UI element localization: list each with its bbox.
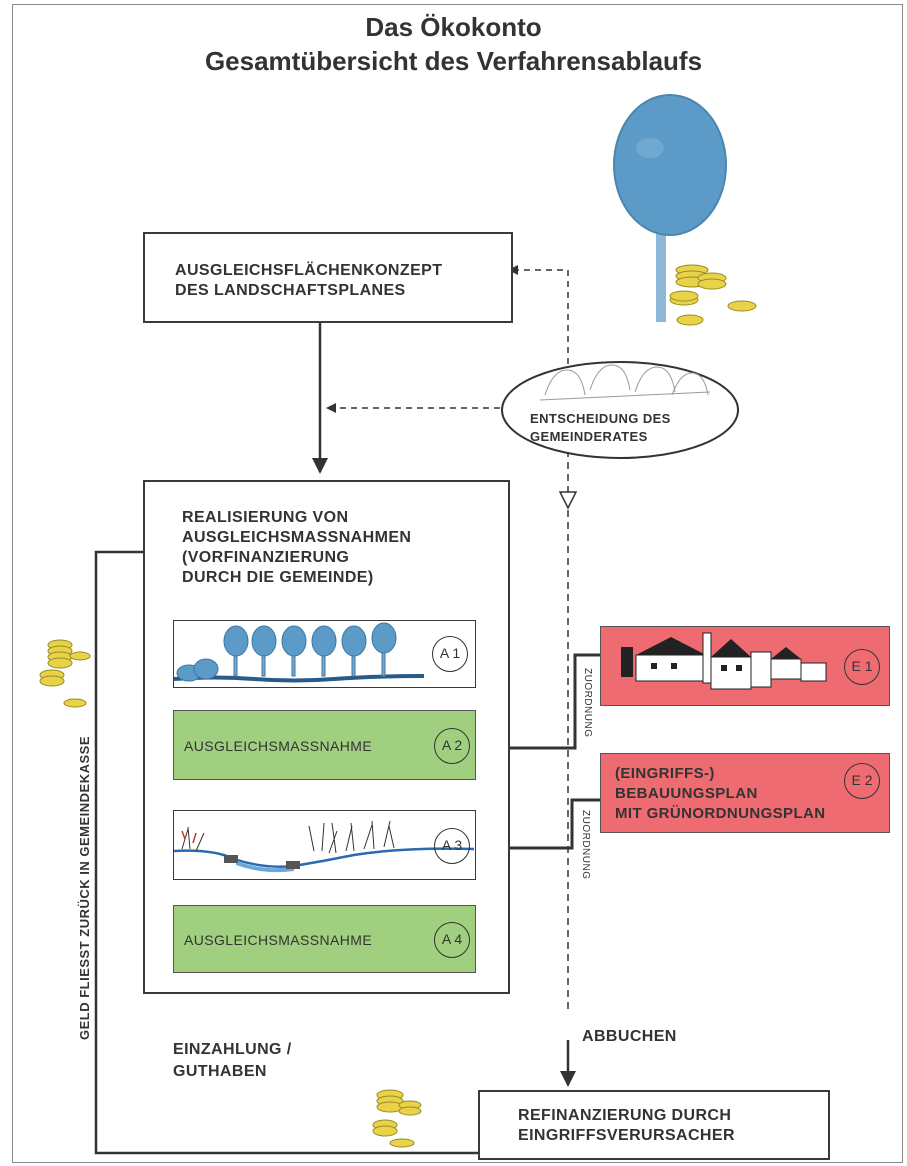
triangle-marker-icon — [558, 491, 578, 510]
measure-a1: A 1 — [173, 620, 476, 688]
realization-line-2: AUSGLEICHSMASSNAHMEN — [182, 529, 412, 546]
intervention-e2-line-1: (EINGRIFFS-) — [615, 765, 715, 782]
measure-a4-badge: A 4 — [434, 922, 470, 958]
tree-row-icon — [174, 622, 425, 683]
measure-a2: AUSGLEICHSMASSNAHME A 2 — [173, 710, 476, 780]
measure-a3: A 3 — [173, 810, 476, 880]
measure-a4-label: AUSGLEICHSMASSNAHME — [184, 932, 373, 948]
realization-line-1: REALISIERUNG VON — [182, 509, 349, 526]
money-back-label: GELD FLIESST ZURÜCK IN GEMEINDEKASSE — [77, 735, 92, 1040]
council-line-2: GEMEINDERATES — [530, 429, 648, 444]
measure-a3-badge: A 3 — [434, 828, 470, 864]
realization-line-3: (VORFINANZIERUNG — [182, 549, 350, 566]
arrow-money-return — [94, 544, 478, 1155]
title-line-1: Das Ökokonto — [365, 12, 542, 42]
concept-line-2: DES LANDSCHAFTSPLANES — [175, 282, 406, 299]
buildings-icon — [621, 632, 827, 690]
debit-label: ABBUCHEN — [582, 1028, 677, 1045]
arrow-e1-to-a2 — [493, 653, 600, 756]
measure-a2-label: AUSGLEICHSMASSNAHME — [184, 738, 373, 754]
intervention-e2-line-3: MIT GRÜNORDNUNGSPLAN — [615, 805, 826, 822]
measure-a2-badge: A 2 — [434, 728, 470, 764]
concept-line-1: AUSGLEICHSFLÄCHENKONZEPT — [175, 262, 443, 279]
wetland-icon — [174, 820, 474, 873]
intervention-e2: (EINGRIFFS-) BEBAUUNGSPLAN MIT GRÜNORDNU… — [600, 753, 890, 833]
assignment-label-1: ZUORDNUNG — [582, 668, 593, 738]
refinancing-line-2: EINGRIFFSVERURSACHER — [518, 1127, 735, 1144]
intervention-e2-badge: E 2 — [844, 763, 880, 799]
refinancing-line-1: REFINANZIERUNG DURCH — [518, 1107, 732, 1124]
deposit-line-2: GUTHABEN — [173, 1063, 267, 1080]
arrow-e2-to-a3 — [488, 798, 600, 856]
measure-a1-badge: A 1 — [432, 636, 468, 672]
dashed-council-to-concept — [508, 265, 569, 375]
assignment-label-2: ZUORDNUNG — [580, 810, 591, 880]
title-line-2: Gesamtübersicht des Verfahrensablaufs — [204, 46, 703, 76]
deposit-line-1: EINZAHLUNG / — [173, 1041, 292, 1058]
measure-a4: AUSGLEICHSMASSNAHME A 4 — [173, 905, 476, 973]
intervention-e1: E 1 — [600, 626, 890, 706]
concept-box: AUSGLEICHSFLÄCHENKONZEPT DES LANDSCHAFTS… — [143, 232, 513, 323]
diagram-frame — [12, 4, 903, 1163]
intervention-e2-line-2: BEBAUUNGSPLAN — [615, 785, 758, 802]
realization-line-4: DURCH DIE GEMEINDE) — [182, 569, 374, 586]
council-line-1: ENTSCHEIDUNG DES — [530, 411, 671, 426]
intervention-e1-badge: E 1 — [844, 649, 880, 685]
refinancing-box: REFINANZIERUNG DURCH EINGRIFFSVERURSACHE… — [478, 1090, 830, 1160]
